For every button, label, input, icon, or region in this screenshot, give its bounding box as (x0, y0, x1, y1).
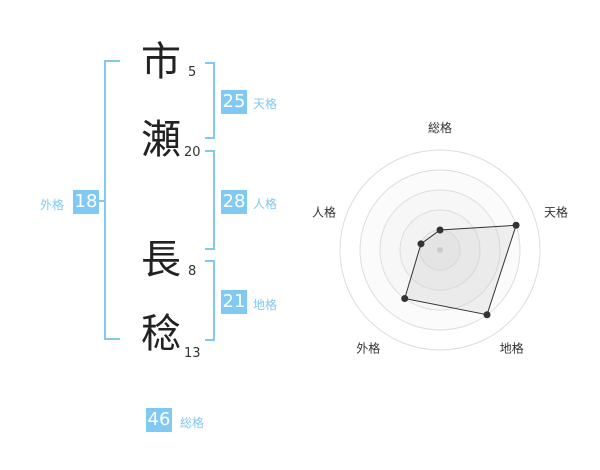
tenkaku-bracket-bottom (205, 137, 215, 139)
jinkaku-bracket-vertical (213, 150, 215, 250)
name-char-3: 長 (141, 237, 181, 283)
chikaku-bracket-top (205, 260, 215, 262)
radar-axis-label-0: 総格 (428, 120, 452, 135)
radar-point-4 (417, 240, 425, 248)
jinkaku-bracket-top (205, 150, 215, 152)
name-char-4: 稔 (141, 311, 181, 357)
gaikaku-bracket-tick (98, 200, 106, 202)
tenkaku-label: 天格 (253, 97, 278, 111)
tenkaku-value-badge: 25 (221, 90, 247, 114)
soukaku-label: 総格 (180, 416, 205, 430)
tenkaku-bracket-vertical (213, 62, 215, 139)
jinkaku-bracket-bottom (205, 248, 215, 250)
jinkaku-label: 人格 (253, 197, 278, 211)
name-char-1: 市 (141, 39, 181, 85)
stroke-count-2: 20 (184, 145, 201, 160)
gaikaku-label: 外格 (40, 198, 65, 212)
radar-axis-label-4: 人格 (312, 204, 336, 219)
gaikaku-bracket-bottom (104, 338, 120, 340)
radar-point-1 (512, 221, 520, 229)
stroke-count-3: 8 (188, 264, 197, 279)
gaikaku-value-badge: 18 (73, 190, 99, 214)
radar-point-2 (483, 311, 491, 319)
radar-point-3 (401, 295, 409, 303)
chikaku-value-badge: 21 (221, 290, 247, 314)
jinkaku-value-badge: 28 (221, 190, 247, 214)
radar-axis-label-1: 天格 (544, 204, 568, 219)
chikaku-bracket-vertical (213, 260, 215, 341)
name-char-2: 瀬 (141, 117, 181, 163)
gaikaku-bracket-top (104, 60, 120, 62)
chikaku-bracket-bottom (205, 339, 215, 341)
radar-axis-label-3: 外格 (356, 341, 380, 356)
radar-series-polygon (404, 224, 517, 316)
chikaku-label: 地格 (253, 298, 278, 312)
soukaku-value-badge: 46 (146, 408, 172, 432)
radar-axis-label-2: 地格 (500, 341, 524, 356)
tenkaku-bracket-top (205, 62, 215, 64)
radar-center-dot (437, 247, 443, 253)
stroke-count-4: 13 (184, 346, 201, 361)
radar-point-0 (436, 226, 444, 234)
stroke-count-1: 5 (188, 65, 197, 80)
